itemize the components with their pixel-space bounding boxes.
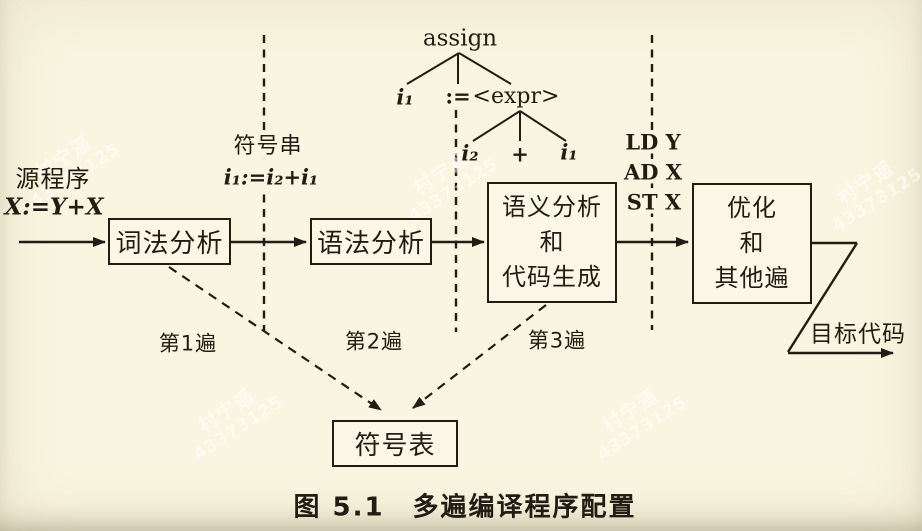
box-semantic-line3: 代码生成 [502,262,602,291]
box-optimizer-line3: 其他遍 [714,263,790,292]
pass-1-label: 第1遍 [158,331,218,356]
token-stream-title: 符号串 [230,134,306,160]
tree-node-assign-op: := [445,83,471,109]
figure-caption: 图 5.1 多遍编译程序配置 [293,492,637,523]
box-lexical-analysis-label: 词法分析 [115,229,224,259]
box-optimizer-passes: 优化 和 其他遍 [692,183,812,304]
dashed-arrow-semantic-to-symtab [412,304,547,409]
tree-node-i1-right: i₁ [560,139,578,165]
tree-node-assign: assign [422,25,498,52]
tree-edge-root-right [458,52,512,85]
code-line-ld-y: LD Y [622,130,684,154]
tree-edge-root-left [406,52,460,85]
tree-node-i1-left: i₁ [396,84,414,110]
tree-edge-expr-left [472,110,521,142]
target-code-label: 目标代码 [810,321,906,348]
box-symbol-table-label: 符号表 [354,431,436,461]
box-optimizer-line2: 和 [739,229,765,258]
source-program-expression: X:=Y+X [4,193,104,221]
box-syntax-analysis-label: 语法分析 [316,229,425,259]
code-line-ad-x: AD X [620,160,686,184]
tree-node-expr: <expr> [472,83,560,109]
code-line-st-x: ST X [623,190,685,214]
box-symbol-table: 符号表 [332,420,458,467]
box-syntax-analysis: 语法分析 [310,218,432,265]
source-program-title: 源程序 [15,164,91,193]
box-semantic-codegen: 语义分析 和 代码生成 [487,182,617,303]
box-semantic-line1: 语义分析 [502,193,602,222]
tree-edge-expr-right [519,110,567,142]
target-code-diagonal [786,242,859,353]
box-lexical-analysis: 词法分析 [108,218,231,265]
token-stream-expression: i₁:=i₂+i₁ [220,165,322,189]
box-optimizer-line1: 优化 [727,194,777,223]
tree-node-plus: + [511,141,529,167]
box-semantic-line2: 和 [539,228,565,257]
pass-2-label: 第2遍 [344,329,404,354]
pass-3-label: 第3遍 [527,328,587,353]
tree-node-i2: i₂ [461,140,479,166]
dashed-arrow-lexical-to-symtab [168,266,382,411]
